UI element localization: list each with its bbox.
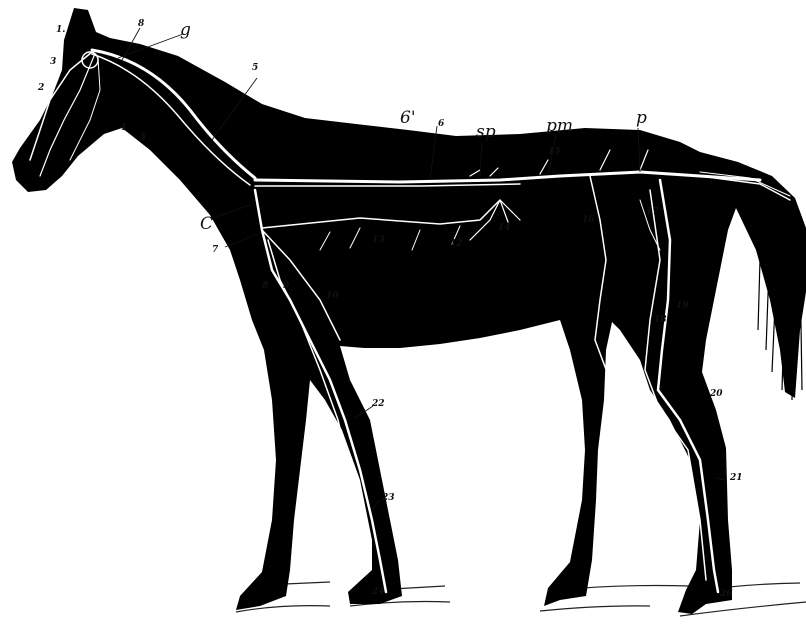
label-18: 18 [654,316,667,325]
label-2: 2 [38,84,44,93]
label-14: 14 [498,224,511,233]
label-9: 9 [283,282,289,291]
label-g: g [180,22,191,39]
horse-silhouette [12,8,806,614]
label-15: 15 [548,148,561,157]
label-12: 12 [450,240,463,249]
label-23: 23 [382,494,395,503]
label-8-head: 8 [138,20,144,29]
label-c: C [200,216,213,233]
label-26: 26 [720,590,733,599]
label-17: 17 [646,208,659,217]
label-8-leg: 8 [262,282,268,291]
label-7: 7 [212,246,218,255]
label-16: 16 [582,216,595,225]
label-24: 24 [372,588,385,597]
label-1: 1. [56,26,65,35]
label-4: 4 [120,124,126,133]
label-6-prime: 6' [400,110,416,127]
label-20: 20 [710,390,723,399]
label-pm: pm [546,118,573,135]
label-21: 21 [730,474,743,483]
label-19: 19 [676,302,689,311]
label-sp: sp [476,124,496,141]
label-p: p [636,110,647,127]
label-3: 3 [50,58,56,67]
label-13: 13 [372,236,385,245]
label-5-neck: 5 [252,64,258,73]
label-22: 22 [372,400,385,409]
label-6: 6 [438,120,444,129]
label-10: 10 [326,292,339,301]
label-5-head: 5 [140,134,146,143]
